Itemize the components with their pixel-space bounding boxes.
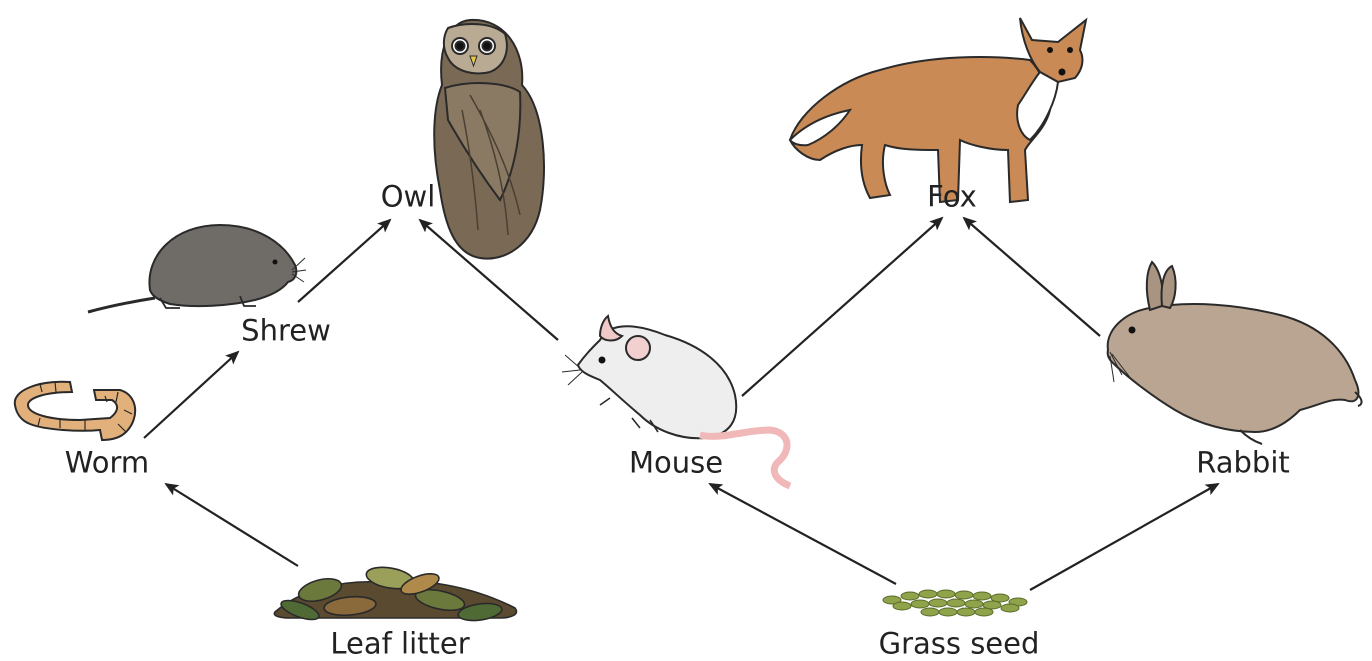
worm-illustration bbox=[15, 382, 135, 440]
label-grass-seed: Grass seed bbox=[879, 630, 1040, 659]
arrow-rabbit-to-fox bbox=[964, 218, 1100, 336]
label-shrew: Shrew bbox=[241, 317, 331, 346]
arrow-leaf-litter-to-worm bbox=[166, 484, 298, 566]
label-leaf-litter: Leaf litter bbox=[330, 630, 469, 659]
owl-illustration bbox=[434, 20, 544, 259]
leaf-litter-illustration bbox=[274, 564, 516, 623]
fox-illustration bbox=[790, 18, 1086, 202]
label-owl: Owl bbox=[381, 183, 436, 212]
arrow-mouse-to-fox bbox=[742, 218, 942, 396]
label-mouse: Mouse bbox=[629, 449, 723, 478]
label-rabbit: Rabbit bbox=[1196, 449, 1290, 478]
grass-seed-illustration bbox=[883, 590, 1027, 616]
label-worm: Worm bbox=[65, 449, 149, 478]
arrow-shrew-to-owl bbox=[298, 220, 390, 302]
arrow-worm-to-shrew bbox=[144, 352, 238, 438]
shrew-illustration bbox=[88, 225, 306, 312]
arrow-grass-seed-to-mouse bbox=[710, 484, 896, 584]
label-fox: Fox bbox=[927, 183, 977, 212]
rabbit-illustration bbox=[1108, 262, 1362, 444]
arrow-grass-seed-to-rabbit bbox=[1030, 484, 1218, 590]
